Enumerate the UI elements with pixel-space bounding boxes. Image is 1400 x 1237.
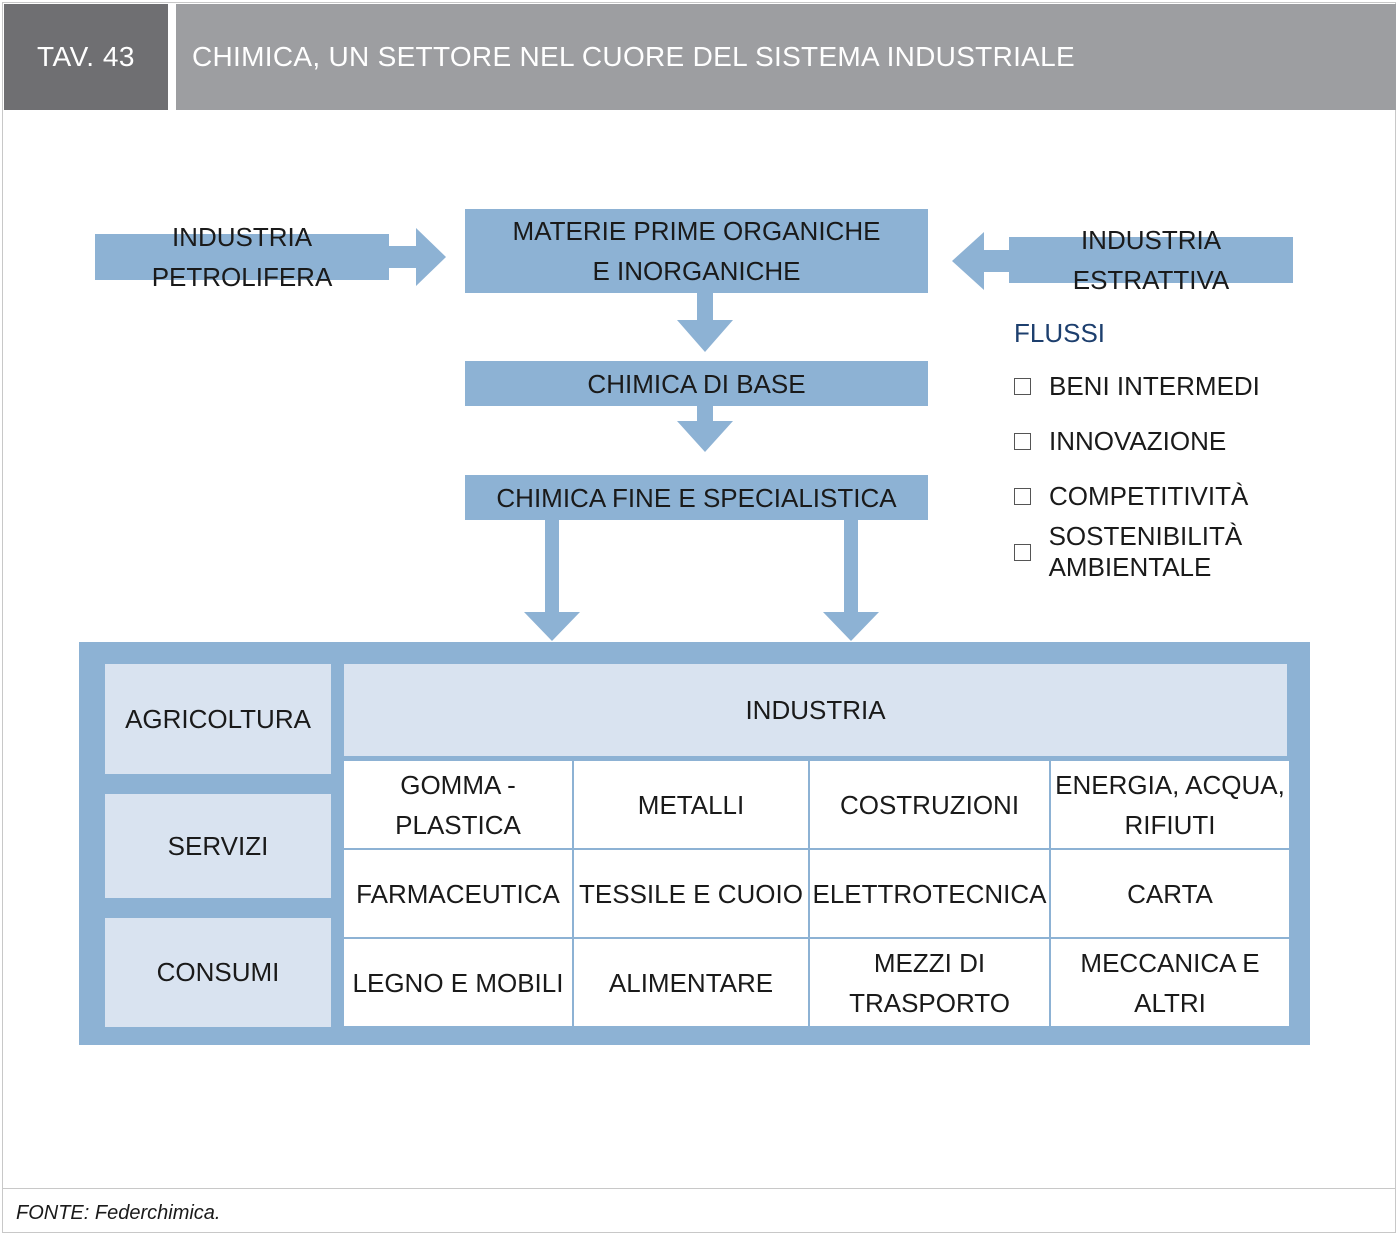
source-note: FONTE: Federchimica.: [16, 1202, 221, 1224]
arrow-down-icon: [524, 519, 580, 641]
legend-item: COMPETITIVITÀ: [1014, 479, 1248, 513]
legend-item: SOSTENIBILITÀ AMBIENTALE: [1014, 521, 1400, 582]
industry-cell: ELETTROTECNICA: [810, 850, 1049, 937]
checkbox-icon: [1014, 377, 1031, 395]
legend-item-label: COMPETITIVITÀ: [1049, 480, 1249, 511]
arrow-right-icon: [388, 228, 446, 286]
legend-item-label: INNOVAZIONE: [1049, 425, 1227, 456]
arrow-left-icon: [952, 232, 1010, 290]
industry-cell: METALLI: [574, 761, 808, 848]
sector-servizi: SERVIZI: [105, 794, 331, 898]
industria-estrattiva-box: INDUSTRIA ESTRATTIVA: [1009, 225, 1293, 295]
industry-cell: LEGNO E MOBILI: [344, 939, 572, 1026]
industry-cell: TESSILE E CUOIO: [574, 850, 808, 937]
checkbox-icon: [1014, 487, 1031, 505]
legend-item-label: BENI INTERMEDI: [1049, 370, 1260, 401]
chimica-fine-box: CHIMICA FINE E SPECIALISTICA: [465, 475, 928, 520]
legend-title: FLUSSI: [1014, 318, 1106, 348]
legend-item: INNOVAZIONE: [1014, 424, 1226, 458]
arrow-down-icon: [677, 405, 733, 452]
industry-cell: ALIMENTARE: [574, 939, 808, 1026]
industry-cell: FARMACEUTICA: [344, 850, 572, 937]
industry-cell: CARTA: [1051, 850, 1289, 937]
table-number: TAV. 43: [4, 4, 168, 110]
sector-consumi: CONSUMI: [105, 918, 331, 1027]
industria-header: INDUSTRIA: [344, 664, 1287, 756]
arrow-down-icon: [677, 292, 733, 352]
industry-grid: GOMMA - PLASTICA METALLI COSTRUZIONI ENE…: [344, 761, 1289, 1026]
materie-prime-box: MATERIE PRIME ORGANICHE E INORGANICHE: [465, 209, 928, 293]
page-title: CHIMICA, UN SETTORE NEL CUORE DEL SISTEM…: [176, 4, 1396, 110]
checkbox-icon: [1014, 543, 1031, 561]
chimica-di-base-box: CHIMICA DI BASE: [465, 361, 928, 406]
industry-cell: MEZZI DI TRASPORTO: [810, 939, 1049, 1026]
industry-cell: MECCANICA E ALTRI: [1051, 939, 1289, 1026]
legend-item: BENI INTERMEDI: [1014, 369, 1260, 403]
checkbox-icon: [1014, 432, 1031, 450]
legend-item-label: SOSTENIBILITÀ AMBIENTALE: [1048, 521, 1243, 582]
arrow-down-icon: [823, 519, 879, 641]
source-divider: [2, 1188, 1396, 1189]
industria-petrolifera-box: INDUSTRIA PETROLIFERA: [95, 222, 389, 292]
sector-agricoltura: AGRICOLTURA: [105, 664, 331, 774]
industry-cell: COSTRUZIONI: [810, 761, 1049, 848]
industry-cell: GOMMA - PLASTICA: [344, 761, 572, 848]
industry-cell: ENERGIA, ACQUA, RIFIUTI: [1051, 761, 1289, 848]
